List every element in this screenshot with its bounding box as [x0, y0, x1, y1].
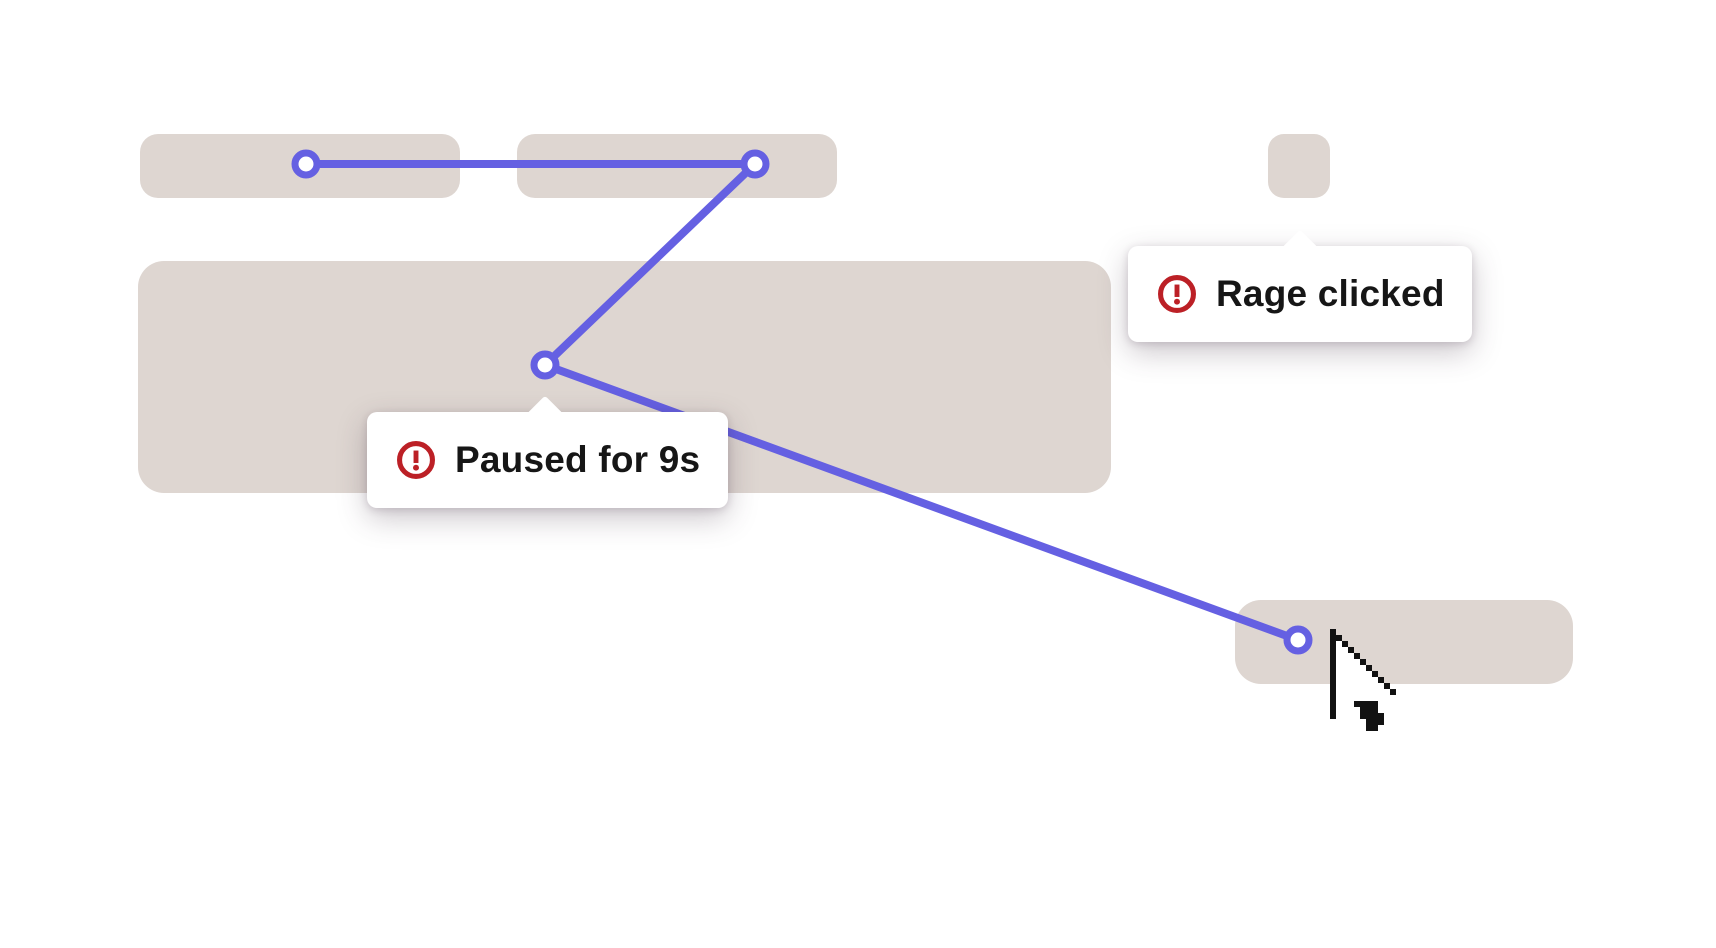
tooltip-label: Paused for 9s [455, 439, 701, 480]
path-waypoint-dot [740, 149, 770, 179]
tooltip-label: Rage clicked [1216, 273, 1445, 314]
tooltip-paused: Paused for 9s [367, 395, 728, 508]
mouse-path-line [302, 160, 1302, 644]
alert-circle-icon [397, 441, 435, 479]
tooltip-rage-clicked: Rage clicked [1128, 229, 1472, 342]
path-waypoint-dot [291, 149, 321, 179]
path-waypoint-dot [530, 350, 560, 380]
mouse-cursor-icon [1330, 629, 1396, 731]
alert-circle-icon [1158, 275, 1196, 313]
wireframe-small-square [1268, 134, 1330, 198]
path-waypoint-dot [1283, 625, 1313, 655]
